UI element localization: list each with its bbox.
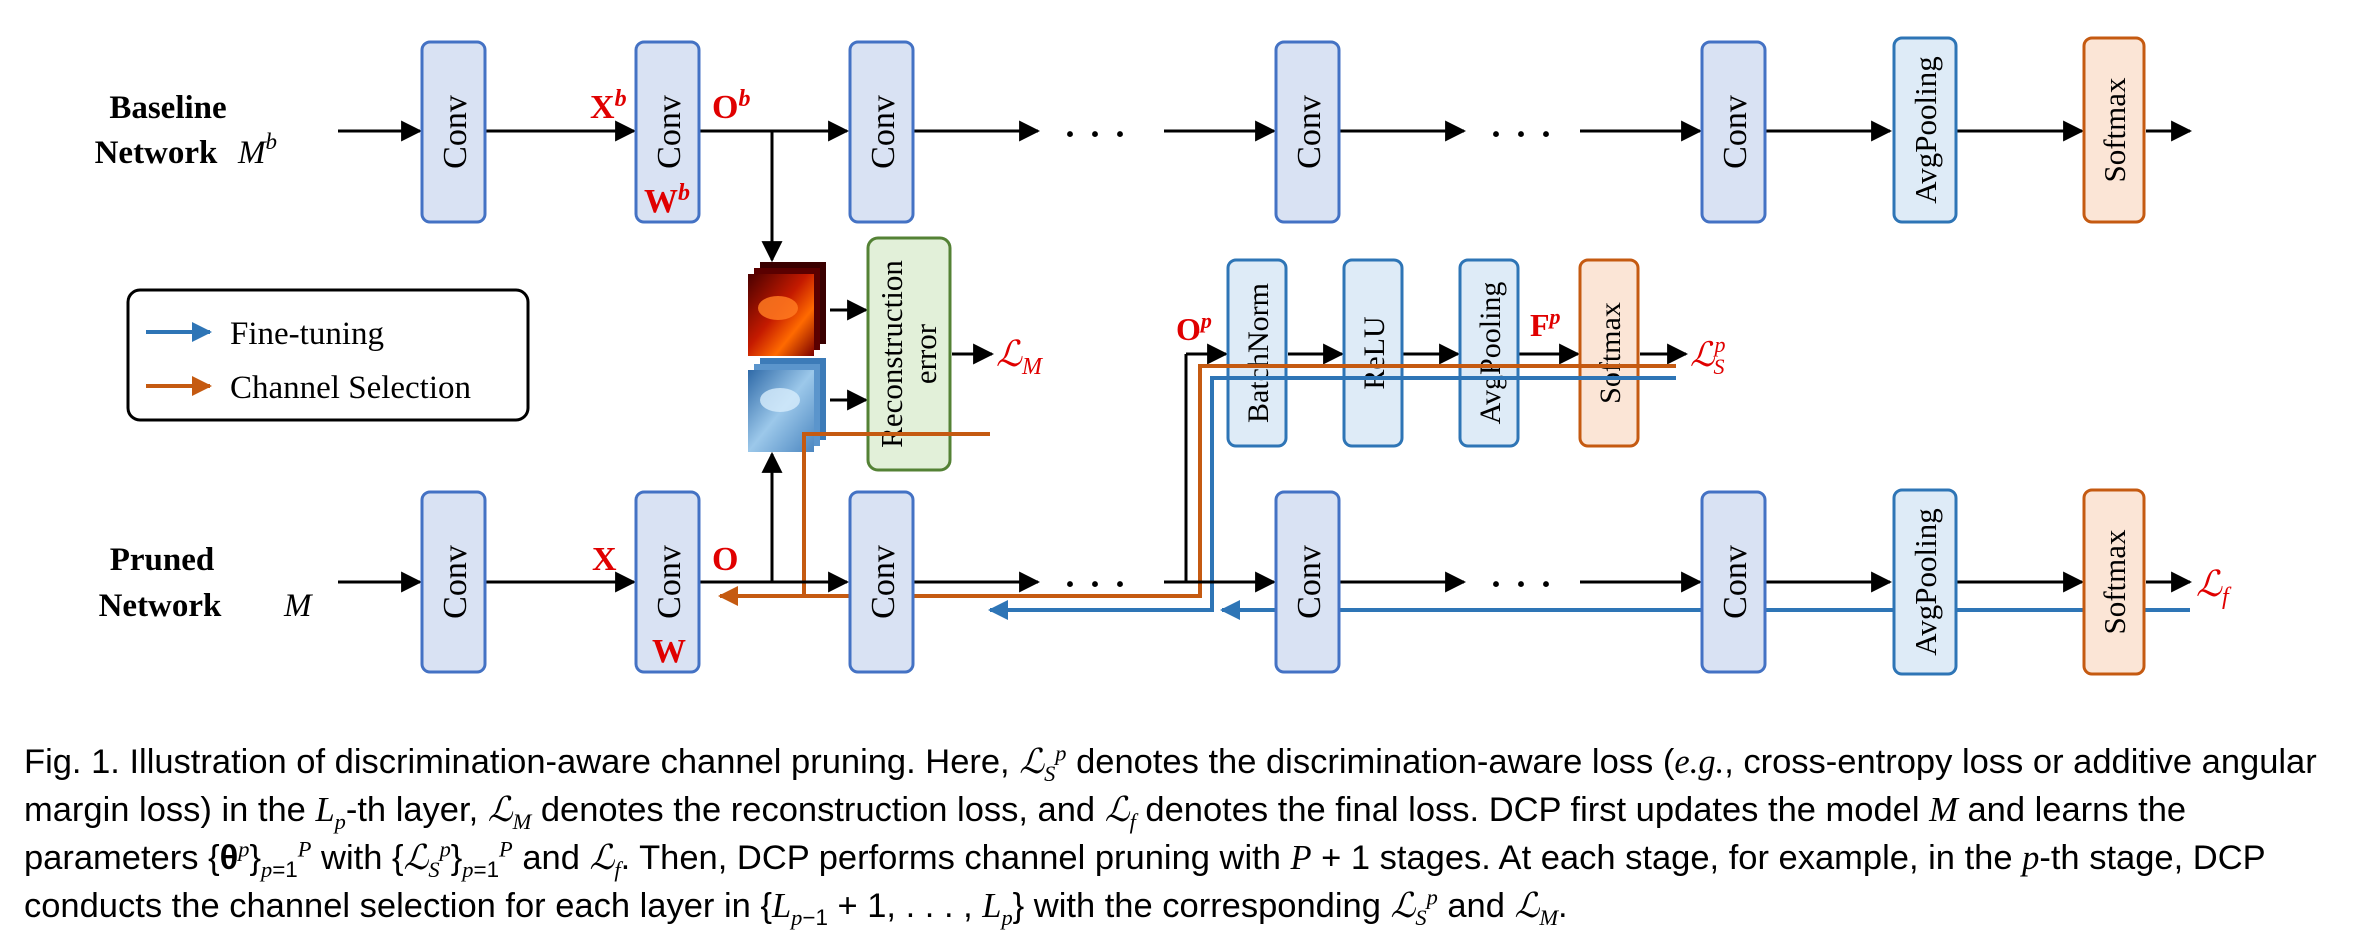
aux-relu: ReLU (1342, 258, 1404, 448)
baseline-ellipsis-1: · · · (1064, 114, 1128, 154)
pruned-title-line2: Network (99, 588, 222, 624)
baseline-ellipsis-2: · · · (1490, 114, 1554, 154)
baseline-conv-1: Conv (420, 40, 487, 224)
svg-text:BatchNorm: BatchNorm (1242, 283, 1275, 423)
baseline-input-label: Xb (590, 86, 627, 126)
svg-text:Conv: Conv (1291, 545, 1328, 619)
svg-text:AvgPooling: AvgPooling (1908, 508, 1943, 656)
baseline-avgpool: AvgPooling (1892, 36, 1958, 224)
baseline-output-label: Ob (712, 86, 750, 126)
pruned-ellipsis-2: · · · (1490, 564, 1554, 604)
svg-text:AvgPooling: AvgPooling (1908, 56, 1943, 204)
baseline-conv-3: Conv (848, 40, 915, 224)
pruned-output-label: O (712, 541, 738, 578)
baseline-title-symbol: Mb (237, 129, 277, 171)
final-loss-label: ℒf (2196, 564, 2232, 610)
pruned-softmax: Softmax (2082, 488, 2146, 676)
svg-text:Conv: Conv (865, 95, 902, 169)
legend-channel-selection: Channel Selection (230, 370, 471, 406)
svg-text:Conv: Conv (437, 545, 474, 619)
svg-text:Softmax: Softmax (1594, 302, 1627, 404)
channel-selection-path (718, 364, 1676, 606)
reconstruction-error-box: Reconstruction error (866, 236, 952, 472)
pruned-conv-2: Conv (634, 490, 701, 674)
aux-op-label: Op (1176, 308, 1212, 347)
pruned-title-symbol: M (283, 588, 313, 624)
svg-text:Softmax: Softmax (2097, 77, 2132, 183)
baseline-conv-2: Conv (634, 40, 701, 224)
svg-text:AvgPooling: AvgPooling (1474, 282, 1507, 425)
baseline-conv-4: Conv (1274, 40, 1341, 224)
baseline-row: Baseline Network Mb Conv Conv Conv Conv (95, 36, 2193, 224)
pruned-weight-label: W (652, 633, 686, 670)
pruned-input-label: X (592, 541, 617, 578)
svg-text:Conv: Conv (1291, 95, 1328, 169)
pruned-avgpool: AvgPooling (1892, 488, 1958, 676)
auxiliary-branch: BatchNorm ReLU AvgPooling Softmax Op Fp … (1176, 258, 1726, 582)
pruned-ellipsis-1: · · · (1064, 564, 1128, 604)
baseline-title-line1: Baseline (109, 90, 226, 126)
aux-fp-label: Fp (1530, 304, 1561, 343)
baseline-softmax: Softmax (2082, 36, 2146, 224)
pruned-feature-maps (748, 358, 826, 452)
pruned-conv-4: Conv (1274, 490, 1341, 674)
pruned-title-line1: Pruned (110, 542, 215, 578)
legend-fine-tuning: Fine-tuning (230, 316, 384, 352)
baseline-feature-maps (748, 262, 826, 356)
reconstruction-label-line1: Reconstruction (874, 260, 909, 448)
svg-text:Conv: Conv (1717, 95, 1754, 169)
svg-text:Conv: Conv (651, 545, 688, 619)
svg-text:Conv: Conv (1717, 545, 1754, 619)
baseline-weight-label: Wb (644, 180, 690, 220)
baseline-conv-5: Conv (1700, 40, 1767, 224)
svg-text:Conv: Conv (651, 95, 688, 169)
svg-text:Conv: Conv (865, 545, 902, 619)
aux-batchnorm: BatchNorm (1226, 258, 1288, 448)
reconstruction-label-line2: error (908, 323, 943, 384)
aux-avgpooling: AvgPooling (1458, 258, 1520, 448)
figure-caption: Fig. 1. Illustration of discrimination-a… (24, 740, 2317, 930)
pruning-diagram: Baseline Network Mb Conv Conv Conv Conv (95, 36, 2232, 676)
pruned-conv-3: Conv (848, 490, 915, 674)
aux-softmax: Softmax (1578, 258, 1640, 448)
reconstruction-loss-label: ℒM (996, 334, 1044, 380)
pruned-conv-1: Conv (420, 490, 487, 674)
pruned-row: Pruned Network M Conv Conv Conv Conv (99, 451, 2232, 676)
svg-text:Softmax: Softmax (2097, 529, 2132, 635)
baseline-title-line2: Network (95, 135, 218, 171)
legend: Fine-tuning Channel Selection (126, 288, 530, 422)
svg-text:Conv: Conv (437, 95, 474, 169)
pruned-conv-5: Conv (1700, 490, 1767, 674)
